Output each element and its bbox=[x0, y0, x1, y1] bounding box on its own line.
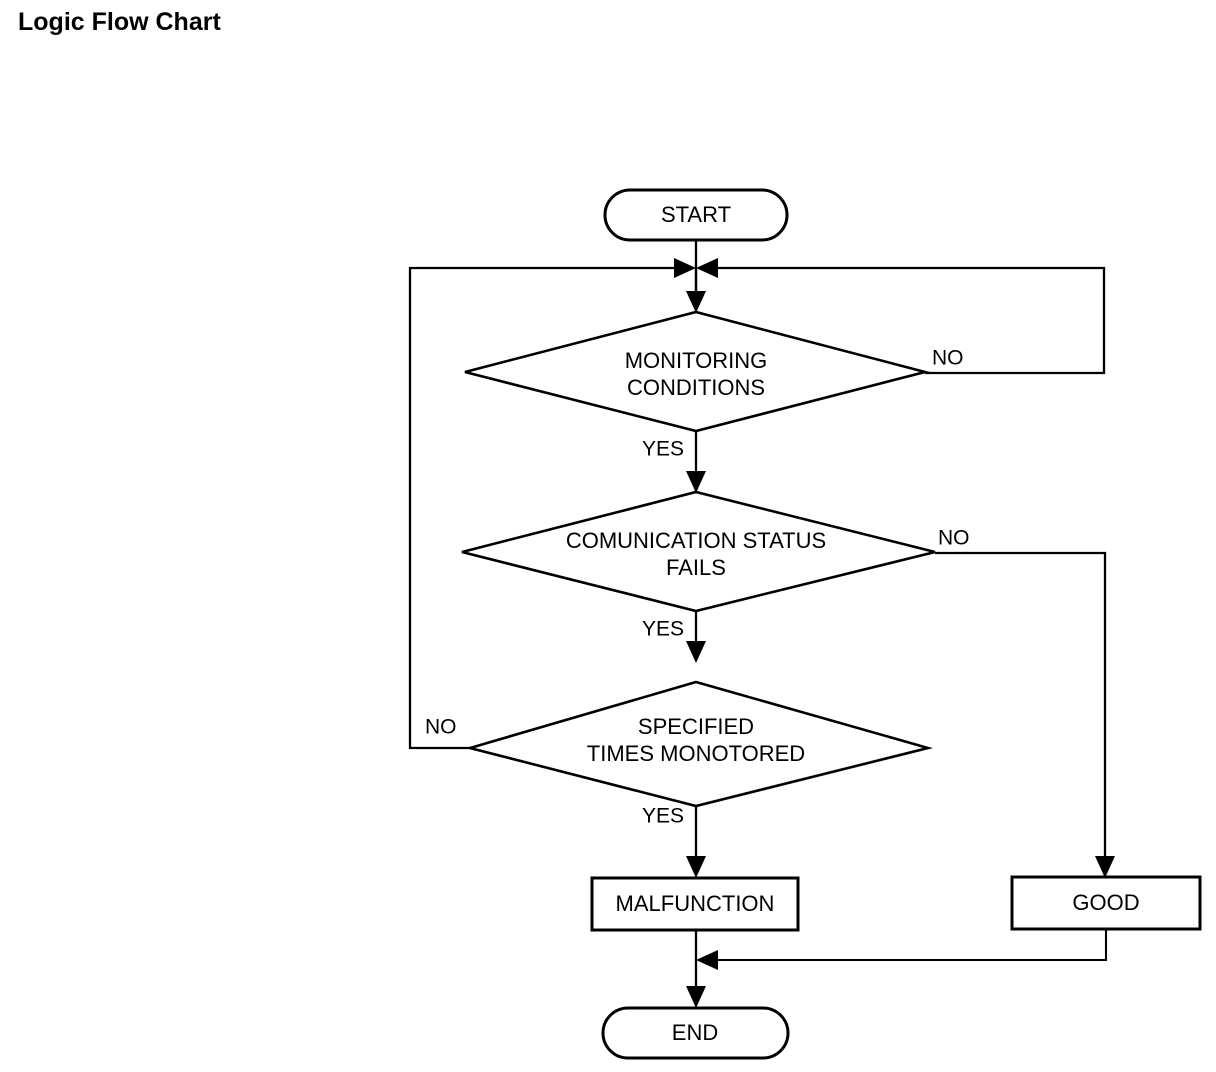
edge-monitoring-no-loop bbox=[714, 266, 1106, 375]
node-monitoring-conditions[interactable]: MONITORING CONDITIONS bbox=[464, 310, 931, 433]
arrow-merge-into-end-line bbox=[696, 950, 718, 970]
specified-yes-label: YES bbox=[642, 805, 684, 828]
node-good[interactable]: GOOD bbox=[1010, 875, 1202, 931]
monitoring-no-label: NO bbox=[932, 347, 964, 370]
specified-label-line2: TIMES MONOTORED bbox=[587, 741, 805, 766]
edge-good-to-end-merge bbox=[714, 929, 1108, 962]
edge-specified-no-loop bbox=[408, 266, 678, 750]
arrow-into-communication bbox=[686, 471, 706, 493]
specified-no-label: NO bbox=[425, 716, 457, 739]
end-shape bbox=[601, 1006, 790, 1060]
arrow-into-specified bbox=[686, 641, 706, 663]
edge-communication-no bbox=[935, 551, 1107, 868]
monitoring-label-line2: CONDITIONS bbox=[627, 375, 765, 400]
communication-label-line2: FAILS bbox=[666, 555, 726, 580]
page-title: Logic Flow Chart bbox=[18, 8, 221, 36]
node-specified-times[interactable]: SPECIFIED TIMES MONOTORED bbox=[465, 680, 934, 808]
end-label: END bbox=[672, 1020, 718, 1045]
specified-label-line1: SPECIFIED bbox=[638, 714, 754, 739]
node-start[interactable]: START bbox=[603, 188, 789, 242]
good-shape bbox=[1010, 875, 1202, 931]
node-malfunction[interactable]: MALFUNCTION bbox=[590, 876, 800, 932]
monitoring-yes-label: YES bbox=[642, 438, 684, 461]
communication-label-line1: COMUNICATION STATUS bbox=[566, 528, 826, 553]
node-communication-status[interactable]: COMUNICATION STATUS FAILS bbox=[461, 490, 936, 613]
communication-no-label: NO bbox=[938, 527, 970, 550]
monitoring-label-line1: MONITORING bbox=[625, 348, 768, 373]
arrow-into-end bbox=[686, 986, 706, 1008]
malfunction-label: MALFUNCTION bbox=[616, 891, 775, 916]
arrow-left-loop-into-junction bbox=[674, 258, 696, 278]
arrow-right-loop-into-junction bbox=[696, 258, 718, 278]
good-label: GOOD bbox=[1072, 890, 1139, 915]
arrow-into-good bbox=[1095, 856, 1115, 878]
node-end[interactable]: END bbox=[601, 1006, 790, 1060]
start-label: START bbox=[661, 202, 731, 227]
arrow-into-monitoring bbox=[686, 291, 706, 313]
arrow-into-malfunction bbox=[686, 856, 706, 878]
communication-yes-label: YES bbox=[642, 618, 684, 641]
